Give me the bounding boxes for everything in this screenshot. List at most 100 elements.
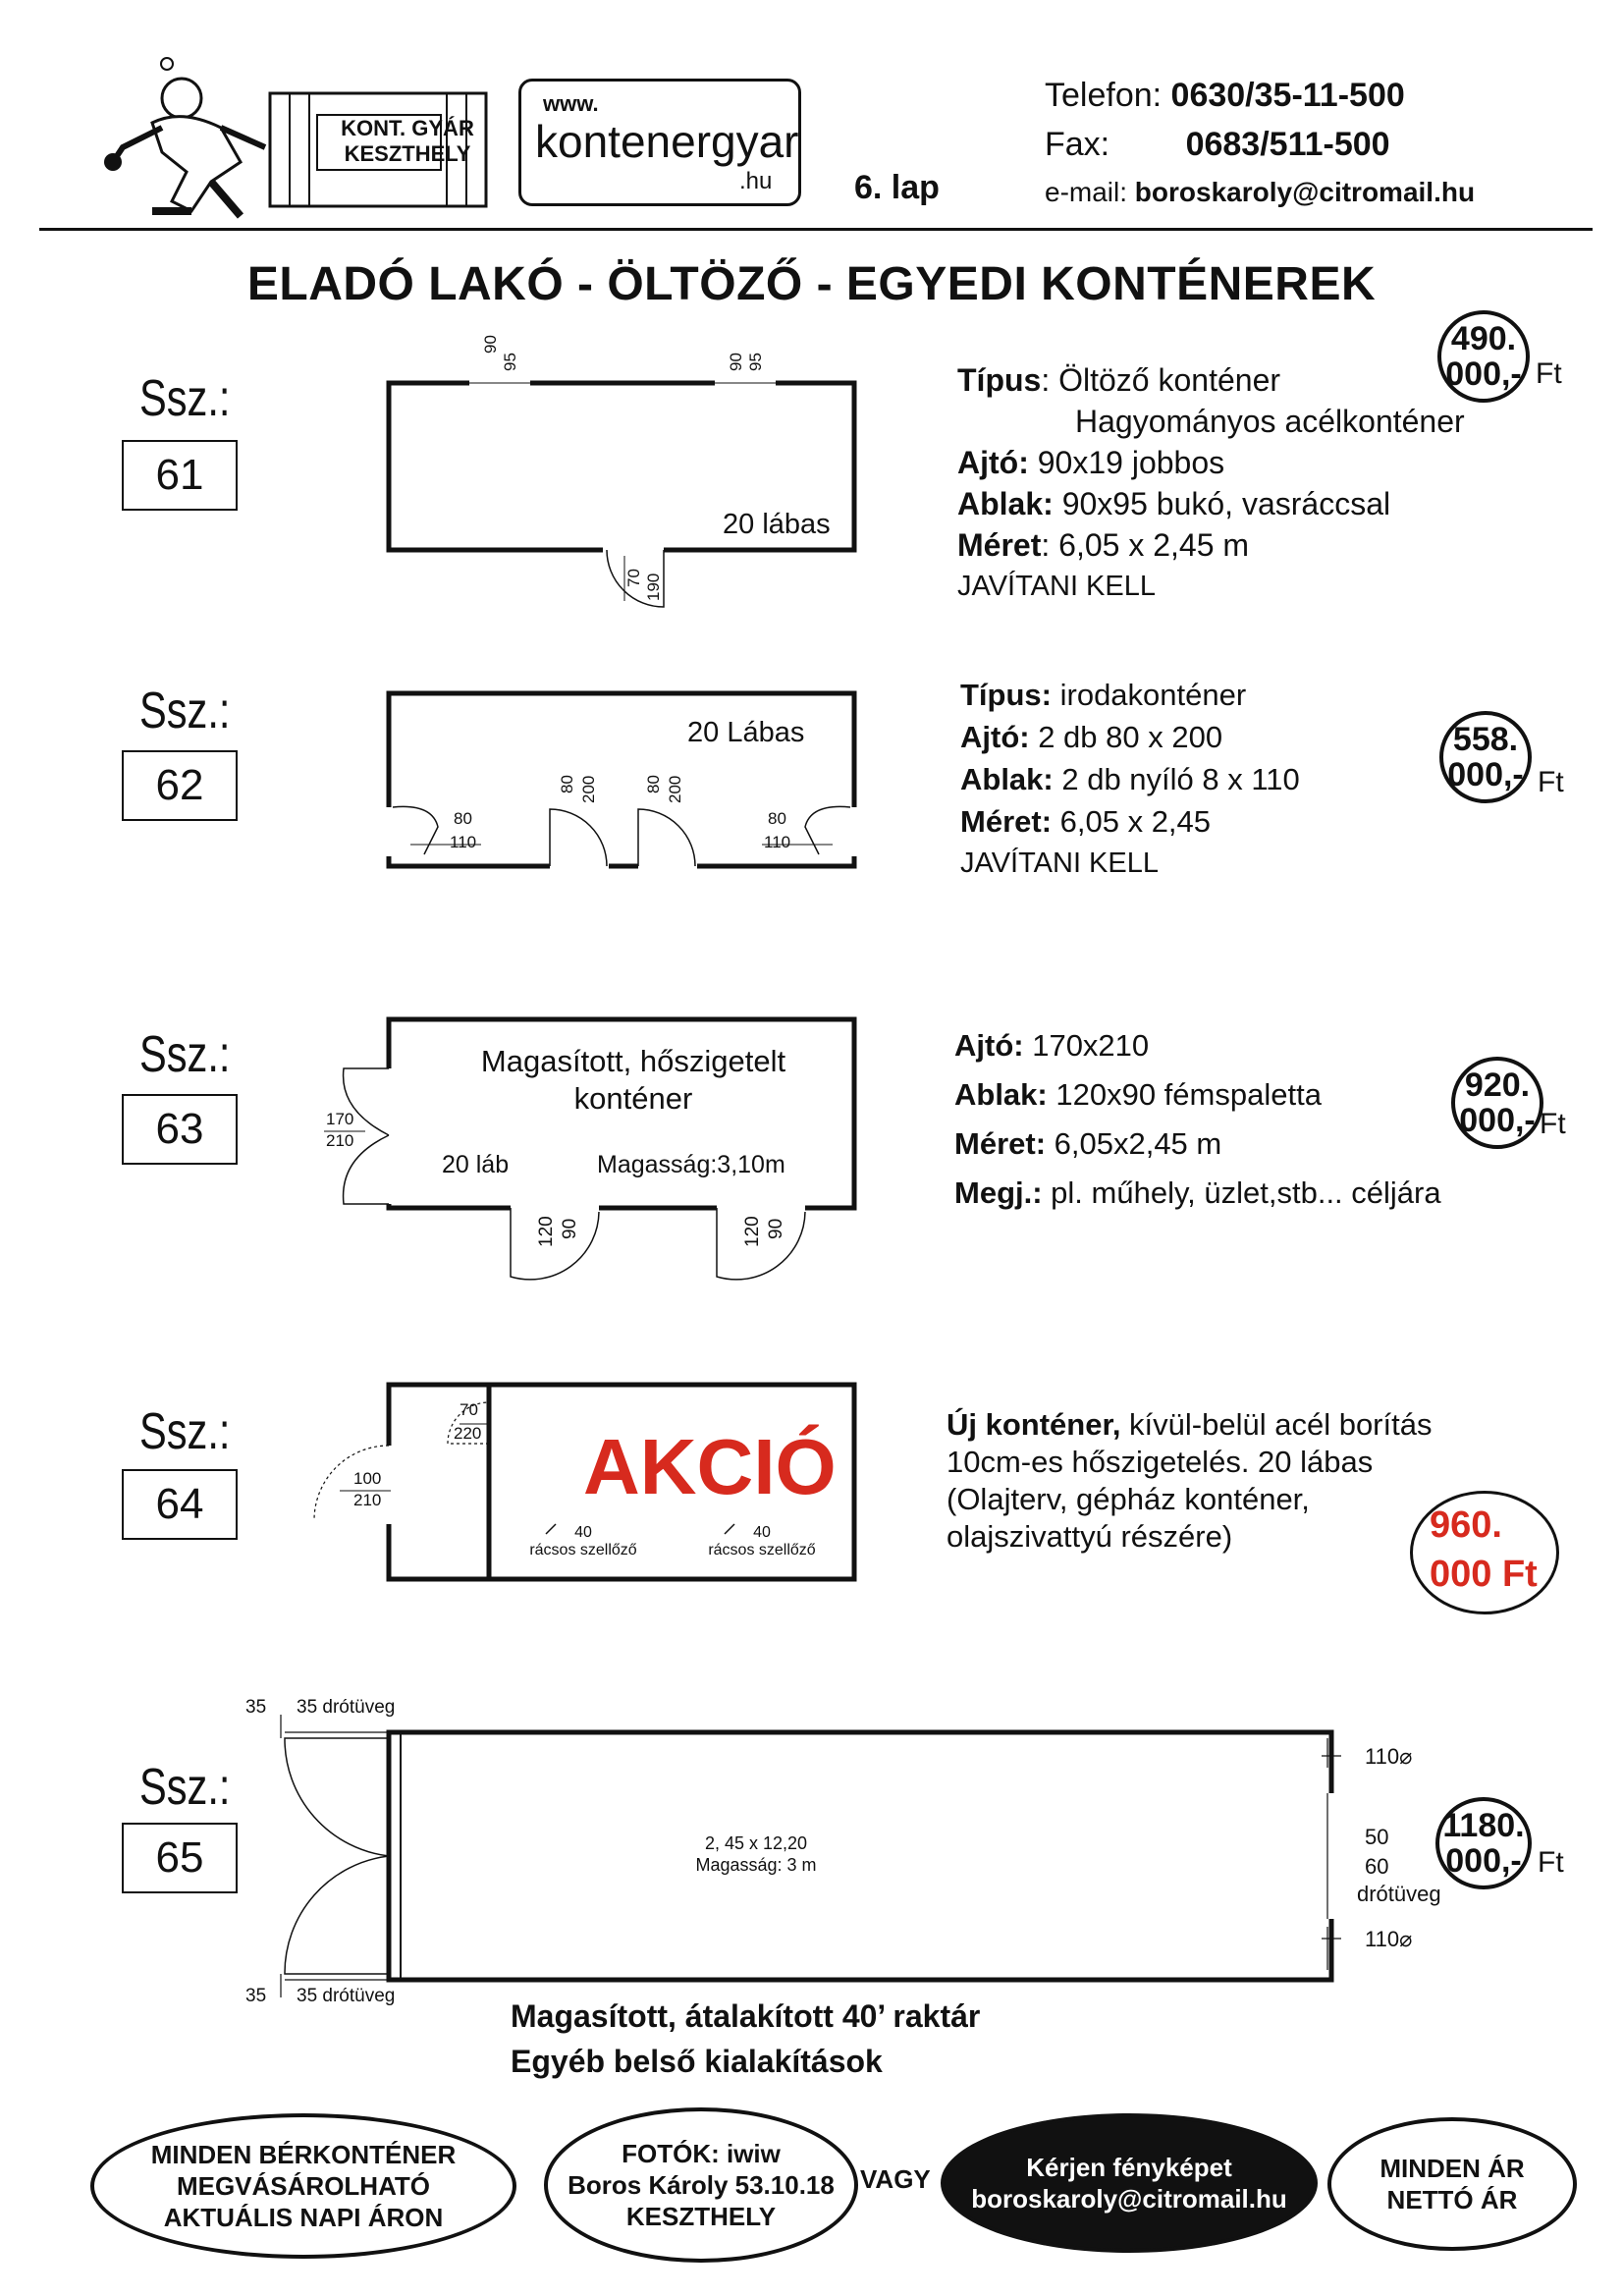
page-number: 6. lap	[854, 169, 940, 206]
desc-61-line4: Ablak: 90x95 bukó, vasráccsal	[957, 486, 1391, 521]
price-62-l1: 558.	[1452, 721, 1519, 758]
currency-62: Ft	[1538, 766, 1564, 798]
desc-62-line2: Ajtó: 2 db 80 x 200	[960, 720, 1223, 754]
oval-rent-buy-l2: MEGVÁSÁROLHATÓ	[176, 2171, 431, 2201]
email-address[interactable]: boroskaroly@citromail.hu	[1134, 177, 1476, 207]
page-title: ELADÓ LAKÓ - ÖLTÖZŐ - EGYEDI KONTÉNEREK	[246, 258, 1377, 310]
price-64-l2: 000 Ft	[1430, 1554, 1538, 1595]
dim-62-4b: 110	[764, 833, 791, 851]
plan-65-dims: 2, 45 x 12,20 Magasság: 3 m	[628, 1832, 884, 1876]
desc-61-line5: Méret: 6,05 x 2,45 m	[957, 527, 1250, 563]
dim-63-2a: 120	[742, 1216, 763, 1247]
door-dim-61b: 190	[644, 573, 663, 601]
oval-net-price: MINDEN ÁR NETTÓ ÁR	[1327, 2117, 1577, 2251]
fax-number[interactable]: 0683/511-500	[1185, 126, 1390, 163]
vent-64-1: 40 rácsos szellőző	[524, 1524, 642, 1559]
dim-62-3b: 200	[666, 775, 684, 803]
price-badge-61: 490. 000,-	[1437, 310, 1530, 403]
desc-62-line1: Típus: irodakonténer	[960, 678, 1247, 712]
price-63-l1: 920.	[1464, 1066, 1531, 1104]
ssz-label-62: Ssz.:	[139, 683, 231, 739]
desc-62: Típus: irodakonténer Ajtó: 2 db 80 x 200…	[960, 674, 1451, 885]
desc-63-line3: Méret: 6,05x2,45 m	[954, 1126, 1222, 1161]
dim-62-2b: 200	[579, 775, 598, 803]
price-61-l1: 490.	[1450, 320, 1517, 357]
fax-row: Fax: 0683/511-500	[1045, 126, 1390, 164]
website-box[interactable]: www. kontenergyar .hu	[518, 79, 801, 206]
currency-63: Ft	[1540, 1108, 1566, 1140]
phone-number[interactable]: 0630/35-11-500	[1170, 77, 1405, 114]
plan-65-dims-l1: 2, 45 x 12,20	[704, 1833, 808, 1853]
logo-text: KONT. GYÁR KESZTHELY	[341, 116, 474, 166]
vent-64-1-label: rácsos szellőző	[529, 1542, 637, 1558]
desc-63: Ajtó: 170x210 Ablak: 120x90 fémspaletta …	[954, 1021, 1563, 1218]
window-dim-61a-w: 90	[481, 335, 500, 354]
desc-61-line3: Ajtó: 90x19 jobbos	[957, 445, 1225, 480]
price-65-l2: 000,-	[1445, 1842, 1522, 1880]
currency-65: Ft	[1538, 1846, 1564, 1879]
item-number-64: 64	[122, 1469, 238, 1540]
desc-63-line2: Ablak: 120x90 fémspaletta	[954, 1077, 1322, 1112]
oval-request-photo[interactable]: Kérjen fényképet boroskaroly@citromail.h…	[941, 2113, 1318, 2253]
oval-net-price-l2: NETTÓ ÁR	[1386, 2185, 1518, 2214]
oval-photos: FOTÓK: iwiw Boros Károly 53.10.18 KESZTH…	[544, 2107, 858, 2263]
oval-rent-buy: MINDEN BÉRKONTÉNER MEGVÁSÁROLHATÓ AKTUÁL…	[90, 2113, 516, 2259]
dim-65-r3: 110⌀	[1365, 1927, 1413, 1951]
desc-62-line3: Ablak: 2 db nyíló 8 x 110	[960, 762, 1300, 796]
dim-64-top-a: 70	[460, 1400, 478, 1419]
plan-63-title-l1: Magasított, hőszigetelt	[480, 1044, 786, 1078]
dim-63-1a: 120	[536, 1216, 557, 1247]
price-badge-63: 920. 000,-	[1451, 1057, 1543, 1149]
email-row: e-mail: boroskaroly@citromail.hu	[1045, 177, 1475, 208]
window-dim-61d: 95	[746, 353, 765, 371]
window-dim-61c: 90	[727, 353, 745, 371]
dim-65-r1: 110⌀	[1365, 1744, 1413, 1769]
ssz-label-65: Ssz.:	[139, 1759, 231, 1816]
plan-65-dims-l2: Magasság: 3 m	[695, 1855, 817, 1875]
dim-65-r2c: drótüveg	[1357, 1882, 1441, 1906]
desc-61-line2: Hagyományos acélkonténer	[1075, 404, 1465, 439]
desc-65: Magasított, átalakított 40’ raktár Egyéb…	[511, 1994, 980, 2084]
desc-64-line3: (Olajterv, gépház konténer,	[947, 1482, 1310, 1516]
website-www: www.	[543, 91, 599, 116]
dim-64-top-b: 220	[454, 1424, 482, 1443]
desc-65-line1: Magasított, átalakított 40’ raktár	[511, 1998, 981, 2034]
currency-61: Ft	[1536, 357, 1562, 390]
plan-63-title-l2: konténer	[573, 1081, 693, 1116]
desc-62-line5: JAVÍTANI KELL	[960, 847, 1159, 879]
dim-65-top-b: 35 drótüveg	[297, 1697, 396, 1718]
price-64: 960. 000 Ft	[1430, 1501, 1538, 1599]
mascot-icon	[104, 57, 488, 219]
akcio-label: AKCIÓ	[583, 1423, 837, 1510]
oval-photos-l1: FOTÓK: iwiw	[622, 2139, 781, 2168]
desc-63-line4: Megj.: pl. műhely, üzlet,stb... céljára	[954, 1175, 1441, 1210]
dim-63-side-b: 210	[326, 1131, 354, 1150]
oval-rent-buy-l3: AKTUÁLIS NAPI ÁRON	[163, 2203, 444, 2232]
window-dim-61a: 90	[481, 335, 501, 354]
size-label-62: 20 Lábas	[687, 717, 805, 748]
dim-62-1a: 80	[454, 809, 472, 828]
dim-64-side-a: 100	[353, 1469, 382, 1488]
dim-63-1b: 90	[560, 1218, 580, 1239]
dim-65-top-a: 35	[245, 1697, 267, 1718]
desc-61: Típus: Öltöző konténer Hagyományos acélk…	[957, 359, 1546, 607]
desc-65-line2: Egyéb belső kialakítások	[511, 2044, 883, 2079]
desc-64-line1: Új konténer, kívül-belül acél borítás	[947, 1407, 1433, 1442]
desc-62-line4: Méret: 6,05 x 2,45	[960, 804, 1212, 839]
dim-63-side-a: 170	[326, 1110, 354, 1128]
plan-63-title: Magasított, hőszigetelt konténer	[432, 1043, 835, 1118]
oval-net-price-l1: MINDEN ÁR	[1380, 2154, 1525, 2183]
oval-rent-buy-l1: MINDEN BÉRKONTÉNER	[150, 2140, 457, 2169]
size-label-61: 20 lábas	[723, 509, 831, 540]
header-divider	[39, 228, 1593, 231]
price-63-l2: 000,-	[1459, 1102, 1536, 1139]
oval-request-photo-l2[interactable]: boroskaroly@citromail.hu	[971, 2184, 1287, 2214]
price-62-l2: 000,-	[1447, 756, 1524, 793]
vent-64-2: 40 rácsos szellőző	[703, 1524, 821, 1559]
vent-64-1-size: 40	[574, 1524, 592, 1541]
dim-64-side-b: 210	[353, 1491, 382, 1509]
dim-62-2a: 80	[558, 775, 576, 793]
price-61-l2: 000,-	[1445, 355, 1522, 393]
website-name: kontenergyar	[535, 116, 799, 167]
item-number-62: 62	[122, 750, 238, 821]
